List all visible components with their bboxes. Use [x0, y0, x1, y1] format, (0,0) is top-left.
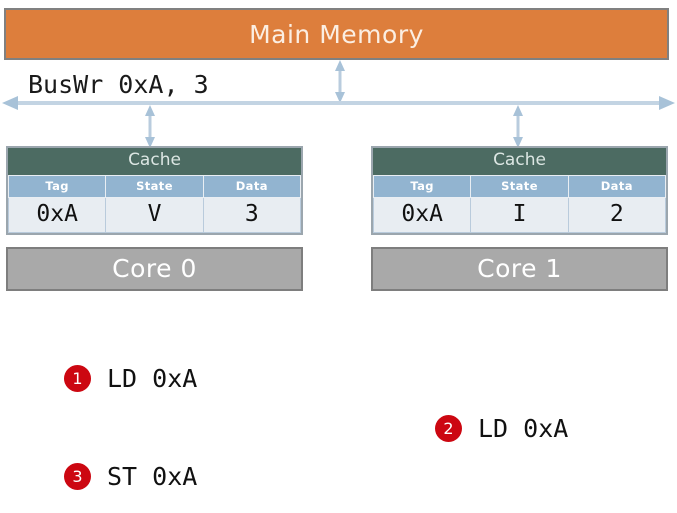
cache-block-0: Cache Tag State Data 0xA V 3: [6, 146, 303, 235]
column-header-state: State: [105, 174, 204, 198]
connector-memory-bus: [335, 60, 345, 103]
cache-table-0: Tag State Data 0xA V 3: [7, 174, 302, 233]
cell-state-0: V: [105, 196, 204, 233]
instruction-text-2: LD 0xA: [478, 414, 569, 443]
cell-data-0: 3: [202, 196, 302, 233]
instruction-text-3: ST 0xA: [107, 462, 198, 491]
core-block-1: Core 1: [371, 246, 668, 291]
step-badge-2: 2: [435, 415, 462, 442]
cache-block-1: Cache Tag State Data 0xA I 2: [371, 146, 668, 235]
core-block-0: Core 0: [6, 246, 303, 291]
bus-diagram: [2, 60, 675, 148]
table-header-row: Tag State Data: [7, 174, 302, 198]
cell-data-1: 2: [567, 196, 667, 233]
connector-bus-cache1: [513, 105, 523, 148]
cache-table-1: Tag State Data 0xA I 2: [372, 174, 667, 233]
cell-tag-1: 0xA: [372, 196, 472, 233]
step-badge-1: 1: [64, 365, 91, 392]
table-row: 0xA V 3: [7, 196, 302, 233]
core-label-0: Core 0: [112, 254, 197, 284]
instruction-2: 2 LD 0xA: [435, 414, 568, 443]
connector-bus-cache0: [145, 105, 155, 148]
cell-state-1: I: [470, 196, 569, 233]
column-header-data: Data: [567, 174, 667, 198]
table-row: 0xA I 2: [372, 196, 667, 233]
instruction-text-1: LD 0xA: [107, 364, 198, 393]
column-header-tag: Tag: [7, 174, 107, 198]
node-core1: Cache Tag State Data 0xA I 2 Core 1: [371, 146, 668, 291]
instruction-1: 1 LD 0xA: [64, 364, 197, 393]
node-core0: Cache Tag State Data 0xA V 3 Core 0: [6, 146, 303, 291]
column-header-data: Data: [202, 174, 302, 198]
main-memory-block: Main Memory: [4, 8, 669, 60]
main-memory-label: Main Memory: [249, 19, 424, 49]
cache-title-0: Cache: [8, 148, 301, 175]
bus-transaction-label: BusWr 0xA, 3: [28, 70, 209, 99]
column-header-tag: Tag: [372, 174, 472, 198]
table-header-row: Tag State Data: [372, 174, 667, 198]
cache-title-1: Cache: [373, 148, 666, 175]
cell-tag-0: 0xA: [7, 196, 107, 233]
instruction-3: 3 ST 0xA: [64, 462, 197, 491]
bus-line: [2, 96, 675, 110]
core-label-1: Core 1: [477, 254, 562, 284]
step-badge-3: 3: [64, 463, 91, 490]
column-header-state: State: [470, 174, 569, 198]
